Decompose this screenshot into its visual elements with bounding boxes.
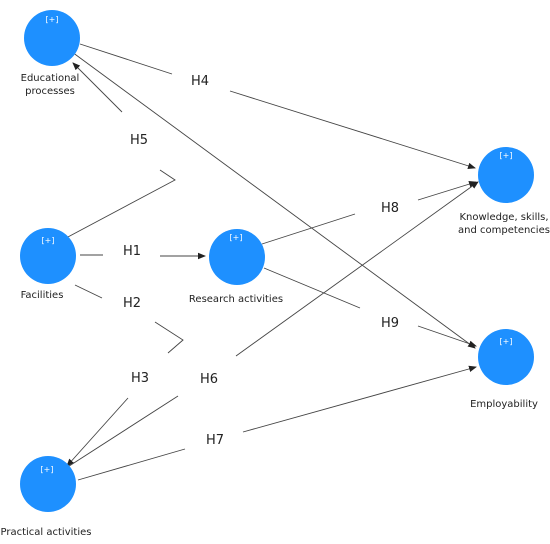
expand-icon[interactable]: [+]: [500, 151, 513, 160]
hypothesis-h4: H4: [191, 74, 209, 89]
expand-icon[interactable]: [+]: [230, 233, 243, 242]
edge-h7-practical-to-employability: [77, 448, 186, 481]
edge-h9-research-to-employability: [263, 267, 361, 309]
expand-icon[interactable]: [+]: [46, 15, 59, 24]
edge-educational-to-employability: [71, 51, 476, 349]
node-employability[interactable]: [+] Employability: [470, 329, 538, 410]
node-circle[interactable]: [209, 229, 265, 285]
node-label: Practical activities: [1, 527, 92, 538]
edge-h6-practical-to-knowledge-cont: [235, 181, 479, 357]
node-practical-activities[interactable]: [+] Practical activities: [1, 456, 92, 538]
edge-h5-facilities-to-educational-cont: [72, 62, 123, 113]
expand-icon[interactable]: [+]: [42, 236, 55, 245]
node-circle[interactable]: [478, 329, 534, 385]
hypothesis-h1: H1: [123, 244, 141, 259]
node-research-activities[interactable]: [+] Research activities: [189, 229, 283, 305]
hypothesis-h7: H7: [206, 433, 224, 448]
hypothesis-h9: H9: [381, 316, 399, 331]
node-circle[interactable]: [24, 10, 80, 66]
edge-h2-facilities-to-practical: [74, 284, 103, 299]
hypothesis-labels: H4 H5 H1 H2 H3 H6 H7 H8 H9: [123, 74, 399, 448]
edge-h7-practical-to-employability-cont: [242, 365, 477, 433]
node-label-line-1: Knowledge, skills,: [459, 212, 548, 223]
node-circle[interactable]: [20, 456, 76, 512]
node-label-line-2: processes: [25, 86, 75, 97]
hypothesis-h5: H5: [130, 133, 148, 148]
node-label: Employability: [470, 399, 538, 410]
node-label: Facilities: [21, 290, 64, 301]
edge-h6-practical-to-knowledge: [62, 395, 179, 471]
expand-icon[interactable]: [+]: [41, 465, 54, 474]
hypothesis-h6: H6: [200, 372, 218, 387]
node-educational-processes[interactable]: [+] Educational processes: [21, 10, 80, 97]
node-label-line-1: Educational: [21, 73, 80, 84]
edge-h3-to-practical: [66, 397, 129, 467]
edge-h8-research-to-knowledge: [261, 213, 356, 245]
node-knowledge-skills-competencies[interactable]: [+] Knowledge, skills, and competencies: [458, 147, 550, 236]
node-circle[interactable]: [478, 147, 534, 203]
node-circle[interactable]: [20, 228, 76, 284]
node-label-line-2: and competencies: [458, 225, 550, 236]
edge-h2-facilities-to-practical-cont: [154, 321, 184, 354]
hypothesis-h2: H2: [123, 296, 141, 311]
edge-h4-educational-to-knowledge: [79, 43, 173, 75]
edge-h4-educational-to-knowledge-cont: [229, 90, 476, 169]
edge-h8-research-to-knowledge-cont: [417, 181, 477, 201]
edges: [62, 43, 479, 481]
expand-icon[interactable]: [+]: [500, 337, 513, 346]
hypothesis-h3: H3: [131, 371, 149, 386]
hypothesis-h8: H8: [381, 201, 399, 216]
edge-h9-research-to-employability-cont: [417, 325, 477, 347]
node-label: Research activities: [189, 294, 283, 305]
edge-h5-facilities-to-educational: [65, 169, 176, 239]
node-facilities[interactable]: [+] Facilities: [20, 228, 76, 301]
